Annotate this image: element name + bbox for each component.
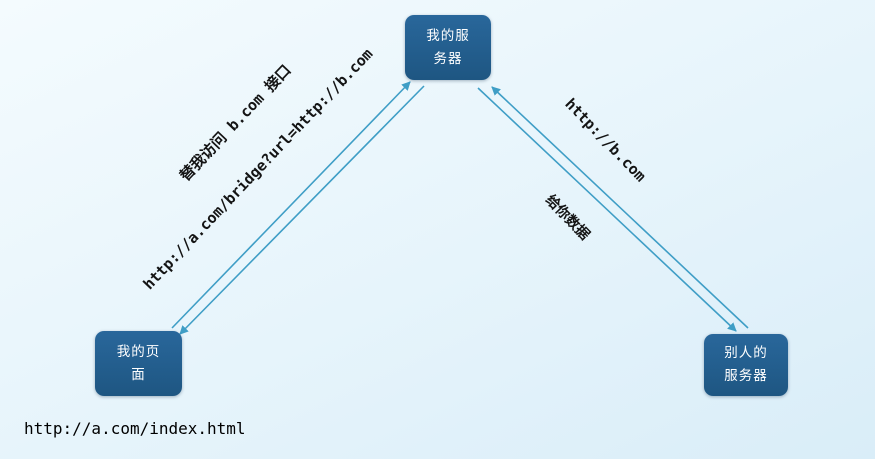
arrow-page-to-server [171,81,411,329]
node-my-server: 我的服 务器 [405,15,491,80]
node-my-page-label: 我的页 面 [116,343,161,383]
node-my-page: 我的页 面 [95,331,182,396]
node-other-server: 别人的 服务器 [704,334,788,396]
arrow-server-to-other-server [477,87,737,332]
node-other-server-label: 别人的 服务器 [724,345,768,384]
arrow-server-to-page [179,85,425,335]
page-url-caption: http://a.com/index.html [24,419,246,438]
arrow-other-server-to-server [491,86,749,329]
node-my-server-label: 我的服 务器 [426,27,470,67]
